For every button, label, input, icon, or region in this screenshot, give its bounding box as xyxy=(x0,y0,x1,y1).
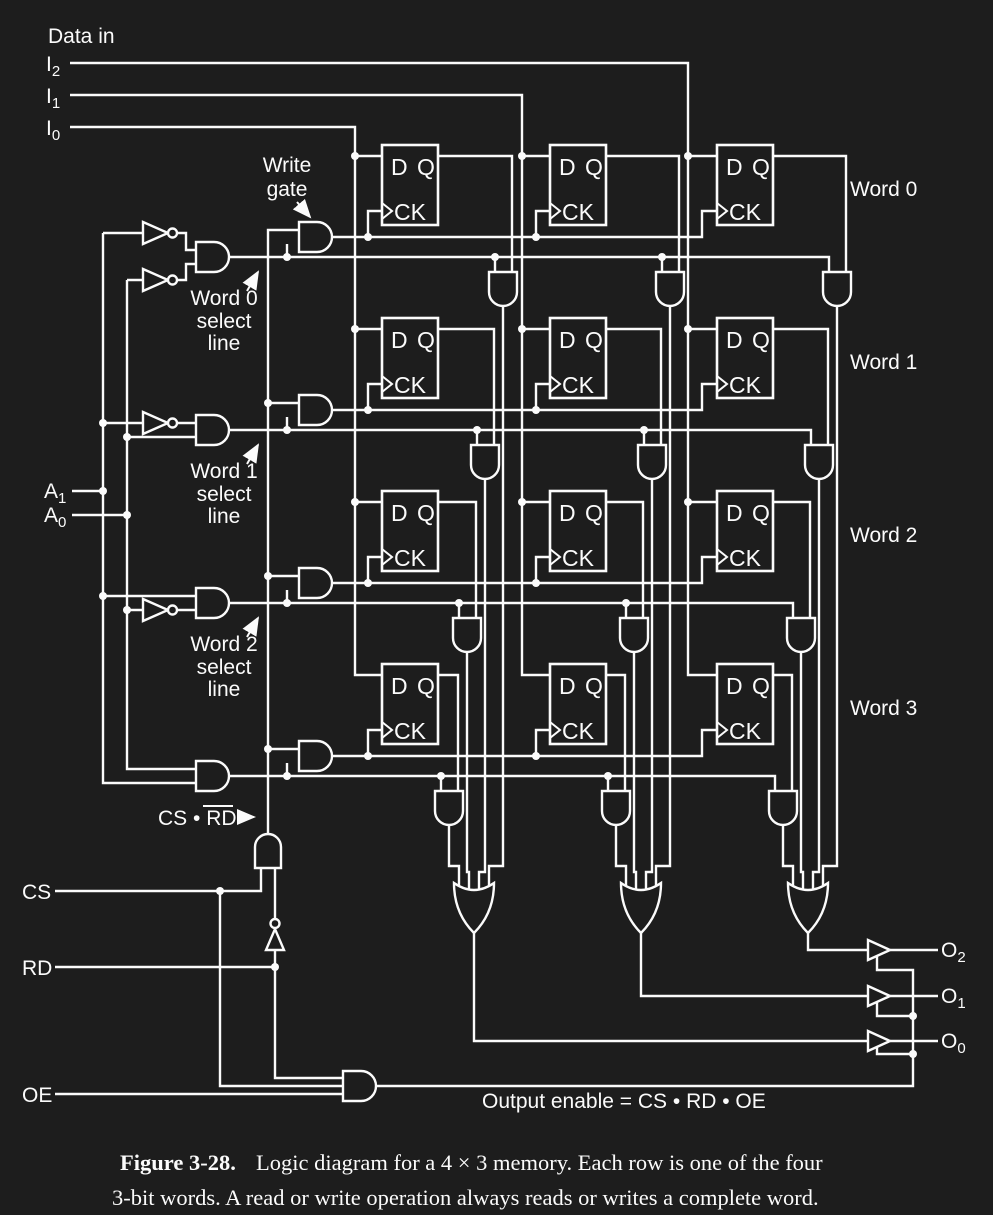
clock-row-wires xyxy=(332,209,717,758)
read-and-gate-w1-b0 xyxy=(469,443,501,481)
write-and-gate-w3 xyxy=(297,739,334,773)
caption-line2: 3-bit words. A read or write operation a… xyxy=(112,1185,819,1210)
output-buffer-o2 xyxy=(866,938,892,962)
control-wires xyxy=(55,868,343,1096)
word0-select-pointer-arrow xyxy=(242,270,260,292)
input-i1-label: I1 xyxy=(46,85,60,112)
dff-word1-bit0 xyxy=(380,316,440,400)
write-gate-label-2: gate xyxy=(267,178,308,201)
output-o2-label: O2 xyxy=(941,939,966,966)
word2-select-label-2: select xyxy=(197,656,252,679)
dff-word0-bit1 xyxy=(548,143,608,227)
word2-select-label-3: line xyxy=(208,678,241,701)
word2-select-label: Word 2 xyxy=(190,633,257,656)
read-and-gate-w1-b1 xyxy=(636,443,668,481)
or-output-wires xyxy=(472,933,868,1043)
word-select-wires xyxy=(229,244,831,791)
write-and-gate-w2 xyxy=(297,566,334,600)
output-o1-label: O1 xyxy=(941,985,966,1012)
output-enable-and-gate xyxy=(341,1069,378,1103)
oe-label: OE xyxy=(22,1084,52,1107)
word1-select-label-2: select xyxy=(197,483,252,506)
rd-inverter xyxy=(264,917,286,952)
read-and-gate-w0-b0 xyxy=(487,270,519,308)
word2-select-and-gate xyxy=(194,586,231,620)
word0-select-label-3: line xyxy=(208,332,241,355)
dff-word2-bit1 xyxy=(548,489,608,573)
output-o0-label: O0 xyxy=(941,1030,966,1057)
dff-word3-bit0 xyxy=(380,662,440,746)
output-enable-wires xyxy=(376,956,915,1088)
word0-label: Word 0 xyxy=(850,178,917,201)
output-buffer-o0 xyxy=(866,1029,892,1053)
output-buffer-o1 xyxy=(866,984,892,1008)
write-enable-column xyxy=(266,228,299,834)
cs-notrd-and-gate xyxy=(253,832,283,870)
word2-select-pointer-arrow xyxy=(242,616,260,638)
address-wires xyxy=(72,231,196,785)
word3-select-and-gate xyxy=(194,759,231,793)
read-gate-output-wires xyxy=(447,306,839,891)
read-and-gate-w3-b1 xyxy=(600,789,632,827)
cs-notrd-label: CS • RD xyxy=(158,807,237,830)
word0-select-label: Word 0 xyxy=(190,287,257,310)
dff-word1-bit2 xyxy=(715,316,775,400)
dff-word0-bit0 xyxy=(380,143,440,227)
write-gate-pointer-arrow xyxy=(292,198,312,219)
read-and-gate-w0-b2 xyxy=(821,270,853,308)
dff-word2-bit0 xyxy=(380,489,440,573)
or-gate-bit0 xyxy=(452,881,496,935)
read-and-gate-w0-b1 xyxy=(654,270,686,308)
word0-select-label-2: select xyxy=(197,310,252,333)
output-enable-label: Output enable = CS • RD • OE xyxy=(482,1090,766,1113)
dff-word0-bit2 xyxy=(715,143,775,227)
a0-inverter-word0 xyxy=(141,267,179,293)
read-and-gate-w3-b0 xyxy=(433,789,465,827)
dff-word1-bit1 xyxy=(548,316,608,400)
caption-line1: Logic diagram for a 4 × 3 memory. Each r… xyxy=(256,1150,823,1175)
word3-label: Word 3 xyxy=(850,697,917,720)
q-output-wires xyxy=(438,154,848,791)
read-and-gate-w2-b0 xyxy=(451,616,483,654)
or-gate-bit1 xyxy=(619,881,663,935)
address-a0-label: A0 xyxy=(44,504,66,531)
caption-figure-number: Figure 3-28. xyxy=(120,1150,236,1175)
input-i0-label: I0 xyxy=(46,117,60,144)
word1-select-pointer-arrow xyxy=(242,443,260,465)
read-and-gate-w2-b1 xyxy=(618,616,650,654)
write-and-gate-w1 xyxy=(297,393,334,427)
word0-select-and-gate xyxy=(194,240,231,274)
a1-inverter-word1 xyxy=(141,410,179,436)
address-a1-label: A1 xyxy=(44,480,66,507)
read-and-gate-w1-b2 xyxy=(803,443,835,481)
word1-label: Word 1 xyxy=(850,351,917,374)
word2-label: Word 2 xyxy=(850,524,917,547)
a1-inverter-word0 xyxy=(141,220,179,246)
rd-label: RD xyxy=(22,957,52,980)
write-and-gate-w0 xyxy=(297,220,334,254)
a0-inverter-word2 xyxy=(141,597,179,623)
data-in-label: Data in xyxy=(48,25,115,48)
word1-select-label-3: line xyxy=(208,505,241,528)
data-input-wires xyxy=(70,61,717,677)
input-i2-label: I2 xyxy=(46,53,60,80)
or-gate-bit2 xyxy=(786,881,830,935)
read-and-gate-w2-b2 xyxy=(785,616,817,654)
dff-word3-bit1 xyxy=(548,662,608,746)
write-gate-label: Write xyxy=(263,154,312,177)
word1-select-label: Word 1 xyxy=(190,460,257,483)
cs-label: CS xyxy=(22,881,51,904)
dff-word3-bit2 xyxy=(715,662,775,746)
word1-select-and-gate xyxy=(194,413,231,447)
dff-word2-bit2 xyxy=(715,489,775,573)
read-and-gate-w3-b2 xyxy=(767,789,799,827)
